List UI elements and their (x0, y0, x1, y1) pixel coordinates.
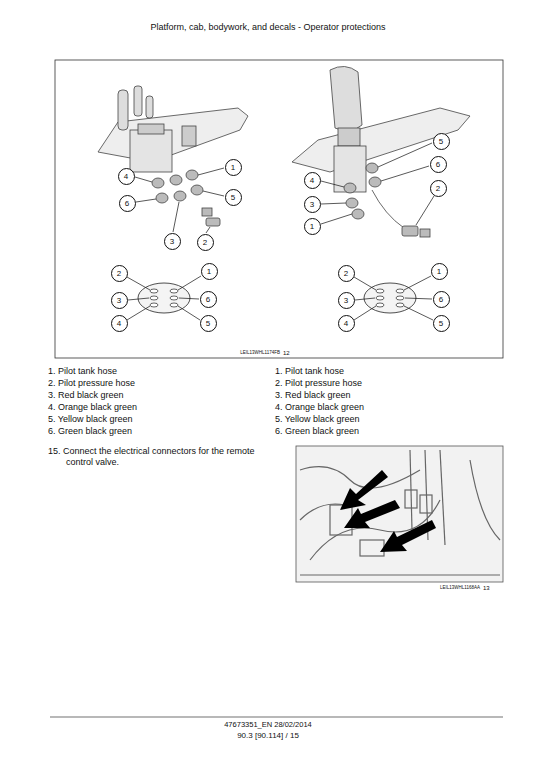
callout-number: 1 (310, 222, 314, 231)
callout-number: 1 (437, 267, 441, 276)
callout-circle: 3 (111, 292, 128, 309)
callout-number: 6 (206, 295, 210, 304)
figure-ref: LEIL13WHL1174FB (240, 350, 280, 355)
callout-circle: 3 (338, 292, 355, 309)
figure-number-box: 13 (483, 584, 503, 592)
legend-item-box: 3. Red black green (275, 390, 495, 401)
step-text-box: 15. Connect the electrical connectors fo… (48, 446, 280, 468)
callout-number: 5 (439, 137, 443, 146)
legend-item: 3. Red black green (48, 390, 124, 400)
figure-number: 12 (283, 350, 290, 356)
callout-circle: 3 (164, 233, 181, 250)
callout-circle: 4 (338, 315, 355, 332)
callout-circle: 1 (201, 263, 218, 280)
arrow (340, 470, 436, 552)
legend-item-box: 5. Yellow black green (275, 414, 495, 425)
callout-circle: 6 (200, 291, 217, 308)
callout-number: 3 (310, 200, 314, 209)
footer-text: 90.3 [90.114] / 15 (237, 731, 299, 740)
callout-number: 6 (439, 295, 443, 304)
callout-number: 1 (231, 163, 235, 172)
footer-text-box: 47673351_EN 28/02/2014 (150, 720, 386, 730)
legend-item: 5. Yellow black green (275, 414, 360, 424)
callout-number: 5 (439, 319, 443, 328)
legend-item-box: 2. Pilot pressure hose (48, 378, 258, 389)
figure-ref: LEIL13WHL1168AA (440, 585, 480, 590)
callout-number: 6 (125, 199, 129, 208)
callout-circle: 6 (119, 195, 136, 212)
step-text: 15. Connect the electrical connectors fo… (48, 446, 255, 467)
leader-lines (127, 276, 433, 320)
callout-circle: 2 (197, 234, 214, 251)
callout-number: 4 (124, 172, 128, 181)
callout-number: 3 (344, 296, 348, 305)
callout-circle: 4 (118, 168, 135, 185)
callout-number: 5 (231, 193, 235, 202)
figure-frame (55, 60, 503, 358)
header-text: Platform, cab, bodywork, and decals - Op… (150, 22, 385, 32)
callout-number: 2 (203, 238, 207, 247)
callout-circle: 3 (304, 196, 321, 213)
callout-circle: 6 (430, 156, 447, 173)
leader-lines (135, 168, 224, 233)
legend-item: 1. Pilot tank hose (48, 366, 117, 376)
callout-number: 1 (207, 267, 211, 276)
callout-circle: 1 (304, 218, 321, 235)
callout-number: 4 (344, 319, 348, 328)
legend-item: 4. Orange black green (275, 402, 364, 412)
legend-item: 5. Yellow black green (48, 414, 133, 424)
legend-item-box: 4. Orange black green (48, 402, 258, 413)
photo (296, 446, 503, 582)
connector-disc (138, 283, 416, 313)
legend-item-box: 6. Green black green (275, 426, 495, 437)
footer-text: 47673351_EN 28/02/2014 (224, 720, 312, 729)
callout-circle: 5 (433, 315, 450, 332)
callout-circle: 5 (433, 133, 450, 150)
page-header: Platform, cab, bodywork, and decals - Op… (0, 22, 536, 32)
callout-number: 4 (117, 319, 121, 328)
callout-circle: 1 (431, 263, 448, 280)
legend-item: 3. Red black green (275, 390, 351, 400)
callout-circle: 1 (225, 159, 242, 176)
callout-number: 3 (117, 296, 121, 305)
callout-circle: 4 (111, 315, 128, 332)
callout-number: 3 (170, 237, 174, 246)
figure-number: 13 (483, 585, 490, 591)
legend-item-box: 4. Orange black green (275, 402, 495, 413)
callout-circle: 2 (338, 265, 355, 282)
callout-circle: 6 (433, 291, 450, 308)
legend-item: 2. Pilot pressure hose (275, 378, 362, 388)
callout-number: 6 (436, 160, 440, 169)
callout-number: 2 (436, 184, 440, 193)
callout-circle: 2 (430, 180, 447, 197)
legend-item-box: 2. Pilot pressure hose (275, 378, 495, 389)
callout-circle: 5 (225, 189, 242, 206)
callout-number: 5 (206, 319, 210, 328)
legend-item: 4. Orange black green (48, 402, 137, 412)
footer-text-box: 90.3 [90.114] / 15 (150, 731, 386, 741)
legend-item: 6. Green black green (48, 426, 132, 436)
footer-rule (50, 717, 503, 718)
legend-item: 1. Pilot tank hose (275, 366, 344, 376)
joystick-left (98, 86, 248, 226)
callout-circle: 5 (200, 315, 217, 332)
legend-item: 2. Pilot pressure hose (48, 378, 135, 388)
legend-item-box: 3. Red black green (48, 390, 258, 401)
callout-number: 4 (310, 176, 314, 185)
callout-circle: 4 (304, 172, 321, 189)
port-holes (150, 289, 404, 307)
legend-item-box: 1. Pilot tank hose (275, 366, 495, 377)
figure-number-box: 12 (283, 349, 303, 357)
figure-ref-box: LEIL13WHL1168AA (390, 585, 480, 592)
figure-ref-box: LEIL13WHL1174FB (200, 350, 280, 357)
legend-item-box: 6. Green black green (48, 426, 258, 437)
legend-item-box: 5. Yellow black green (48, 414, 258, 425)
leader-lines (321, 143, 434, 225)
callout-number: 2 (344, 269, 348, 278)
legend-item-box: 1. Pilot tank hose (48, 366, 258, 377)
callout-circle: 2 (111, 265, 128, 282)
joystick-right (292, 66, 470, 237)
callout-number: 2 (117, 269, 121, 278)
legend-item: 6. Green black green (275, 426, 359, 436)
